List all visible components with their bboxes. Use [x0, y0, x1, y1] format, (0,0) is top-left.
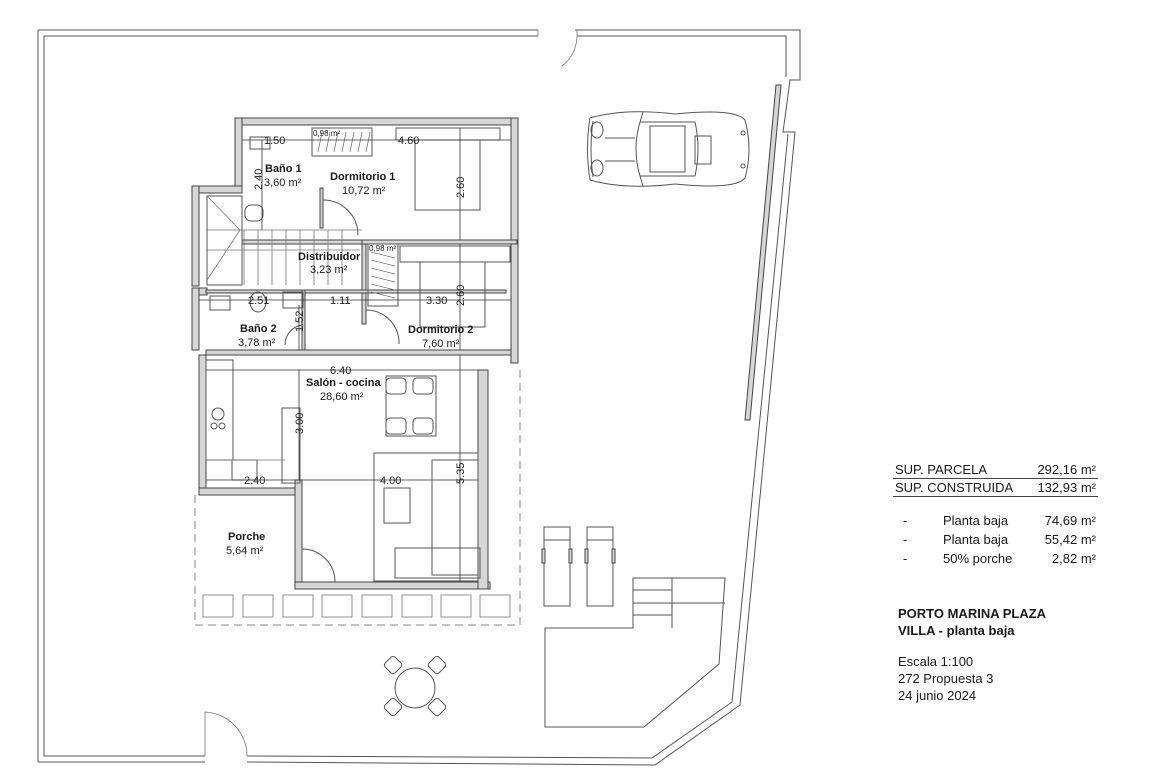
- dim-1-52: 1.52: [294, 311, 306, 332]
- room-dormitorio-1-name: Dormitorio 1: [330, 171, 395, 183]
- sup-construida-value: 132,93 m²: [1037, 480, 1096, 495]
- round-table-icon: [383, 655, 447, 717]
- breakdown-value: 2,82 m²: [1051, 551, 1096, 566]
- sup-parcela-row: SUP. PARCELA 292,16 m²: [893, 461, 1098, 479]
- bullet-dash: -: [903, 532, 908, 547]
- room-dormitorio-2-name: Dormitorio 2: [408, 324, 473, 336]
- stairs-icon: [206, 195, 362, 286]
- dim-2-60-dorm2: 2.60: [455, 285, 467, 306]
- breakdown-label: 50% porche: [943, 551, 1013, 566]
- plot-boundary: [37, 29, 801, 766]
- room-salon-cocina-area: 28,60 m²: [320, 391, 364, 403]
- sup-construida-row: SUP. CONSTRUIDA 132,93 m²: [893, 479, 1098, 497]
- room-distribuidor-name: Distribuidor: [298, 251, 361, 263]
- room-bano-2-area: 3,78 m²: [238, 337, 276, 349]
- house-walls: [191, 117, 519, 590]
- breakdown-value: 74,69 m²: [1044, 513, 1096, 528]
- drawing-date: 24 junio 2024: [898, 688, 977, 703]
- dim-5-35: 5.35: [455, 463, 467, 484]
- project-name: PORTO MARINA PLAZA: [898, 606, 1047, 621]
- closet-1: [311, 127, 373, 157]
- closet-2-area: 0,98 m²: [369, 244, 396, 253]
- breakdown-label: Planta baja: [943, 513, 1009, 528]
- bullet-dash: -: [903, 551, 908, 566]
- room-distribuidor-area: 3,23 m²: [310, 264, 348, 276]
- dim-2-51: 2.51: [248, 295, 269, 307]
- sunbed-icon: [584, 526, 616, 607]
- room-salon-cocina-name: Salón - cocina: [306, 377, 381, 389]
- breakdown-value: 55,42 m²: [1044, 532, 1096, 547]
- room-bano-2-name: Baño 2: [240, 323, 277, 335]
- dim-2-40: 2.40: [244, 475, 265, 487]
- dim-2-60-dorm1: 2.60: [455, 177, 467, 198]
- drawing-subtitle: VILLA - planta baja: [898, 623, 1015, 638]
- doors: [284, 199, 400, 583]
- dim-3-00: 3.00: [294, 413, 306, 434]
- surface-breakdown: - Planta baja 74,69 m² - Planta baja 55,…: [893, 511, 1098, 568]
- surfaces-table: SUP. PARCELA 292,16 m² SUP. CONSTRUIDA 1…: [893, 461, 1098, 568]
- bullet-dash: -: [903, 513, 908, 528]
- sup-parcela-label: SUP. PARCELA: [895, 462, 988, 477]
- dim-2-40-vertical: 2.40: [253, 169, 265, 190]
- room-porche-area: 5,64 m²: [226, 545, 264, 557]
- sup-parcela-value: 292,16 m²: [1037, 462, 1096, 477]
- drawing-proposal: 272 Propuesta 3: [898, 671, 994, 686]
- room-dormitorio-2-area: 7,60 m²: [422, 338, 460, 350]
- room-dormitorio-1-area: 10,72 m²: [342, 185, 386, 197]
- dim-1-11: 1.11: [330, 295, 351, 307]
- title-block: PORTO MARINA PLAZA VILLA - planta baja E…: [898, 605, 1046, 704]
- room-bano-1-name: Baño 1: [265, 163, 302, 175]
- sup-construida-label: SUP. CONSTRUIDA: [895, 480, 1014, 495]
- dimension-lines: [199, 128, 511, 582]
- bed-2: [399, 245, 511, 328]
- dining-table: [385, 375, 437, 437]
- breakdown-row: - 50% porche 2,82 m²: [893, 549, 1098, 568]
- car-topview-icon: [587, 111, 750, 187]
- room-porche-name: Porche: [228, 531, 265, 543]
- kitchen: [205, 359, 301, 484]
- sofa: [373, 452, 481, 582]
- dim-4-60: 4.60: [398, 135, 419, 147]
- closet-2: [367, 243, 399, 307]
- dim-6-40: 6.40: [330, 365, 351, 377]
- breakdown-label: Planta baja: [943, 532, 1009, 547]
- sunbed-icon: [541, 526, 573, 607]
- dim-3-30: 3.30: [426, 295, 447, 307]
- drawing-scale: Escala 1:100: [898, 654, 974, 669]
- closet-1-area: 0,98 m²: [313, 129, 340, 138]
- room-bano-1-area: 3,60 m²: [264, 177, 302, 189]
- dim-1-50: 1.50: [264, 135, 285, 147]
- breakdown-row: - Planta baja 55,42 m²: [893, 530, 1098, 549]
- porch-area: [194, 370, 521, 626]
- dim-4-00: 4.00: [380, 475, 401, 487]
- breakdown-row: - Planta baja 74,69 m²: [893, 511, 1098, 530]
- terrace: [544, 577, 726, 728]
